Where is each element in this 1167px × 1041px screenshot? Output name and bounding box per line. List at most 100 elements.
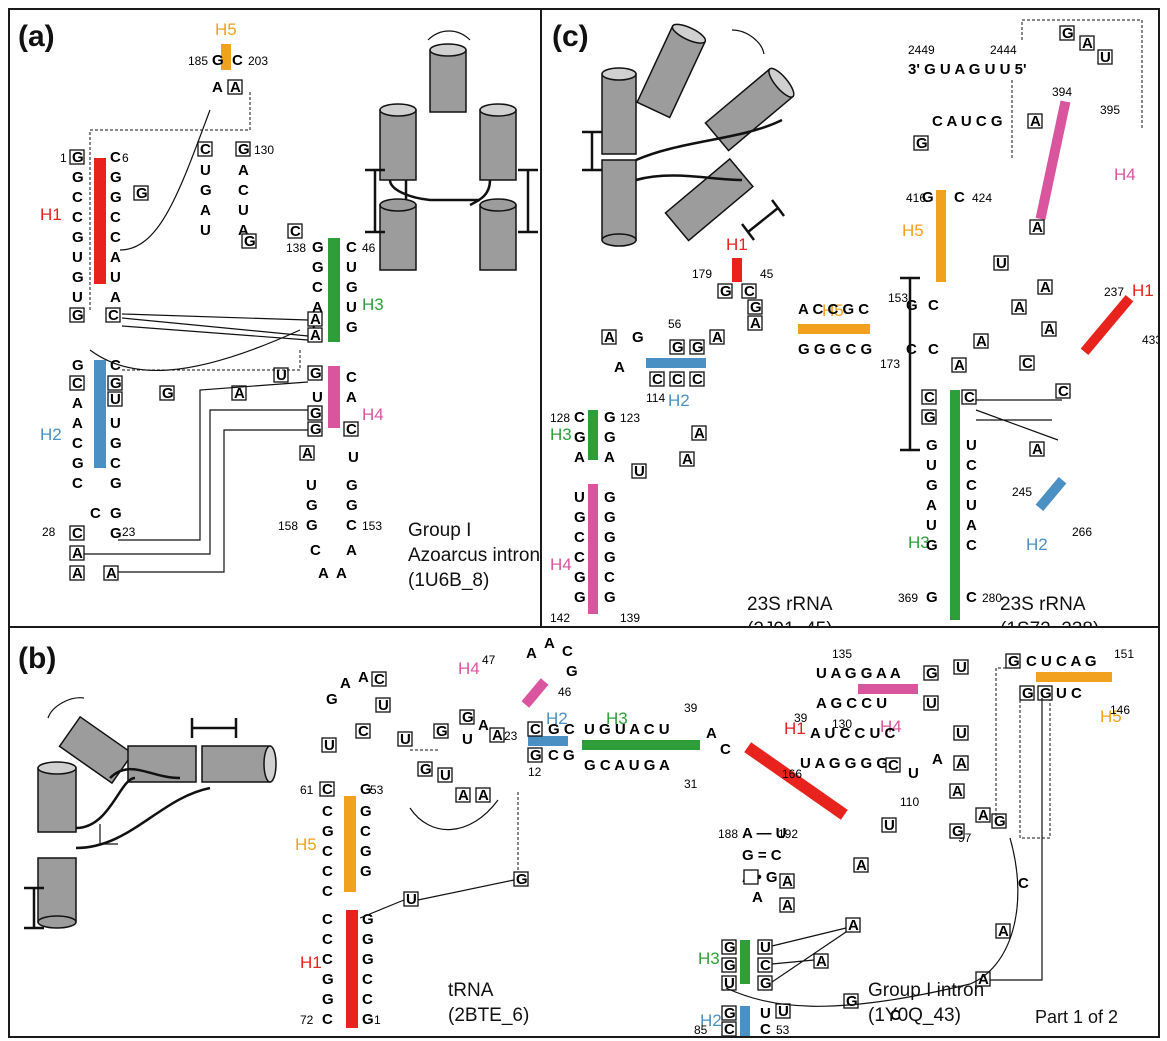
svg-text:A: A bbox=[1032, 441, 1043, 458]
svg-text:U: U bbox=[72, 249, 83, 266]
svg-text:A G C C U: A G C C U bbox=[816, 695, 887, 712]
h5-label: H5 bbox=[215, 20, 237, 39]
svg-text:A: A bbox=[1030, 113, 1041, 130]
svg-text:C: C bbox=[964, 389, 975, 406]
svg-text:C: C bbox=[604, 569, 615, 586]
svg-text:G: G bbox=[360, 803, 372, 820]
svg-text:158: 158 bbox=[278, 519, 298, 533]
svg-text:U: U bbox=[926, 517, 937, 534]
svg-text:U C: U C bbox=[1056, 685, 1082, 702]
svg-text:G: G bbox=[672, 339, 684, 356]
svg-text:G: G bbox=[212, 52, 224, 69]
svg-text:A: A bbox=[604, 329, 615, 346]
svg-text:A: A bbox=[110, 249, 121, 266]
svg-text:A: A bbox=[856, 857, 867, 874]
svg-text:U: U bbox=[378, 697, 389, 714]
svg-text:G: G bbox=[72, 455, 84, 472]
svg-text:U: U bbox=[996, 255, 1007, 272]
svg-text:173: 173 bbox=[880, 357, 900, 371]
cylinder-icon-c bbox=[602, 21, 798, 246]
svg-text:A: A bbox=[1032, 219, 1043, 236]
svg-text:H4: H4 bbox=[362, 405, 384, 424]
svg-text:G: G bbox=[72, 169, 84, 186]
svg-text:188: 188 bbox=[718, 827, 738, 841]
svg-text:A: A bbox=[706, 725, 717, 742]
svg-text:245: 245 bbox=[1012, 485, 1032, 499]
svg-text:C: C bbox=[924, 389, 935, 406]
svg-text:C: C bbox=[358, 723, 369, 740]
svg-text:A: A bbox=[110, 289, 121, 306]
svg-text:A: A bbox=[72, 565, 83, 582]
svg-text:G: G bbox=[362, 951, 374, 968]
svg-text:C: C bbox=[888, 757, 899, 774]
svg-text:G = C: G = C bbox=[742, 847, 782, 864]
svg-text:128: 128 bbox=[550, 411, 570, 425]
svg-text:C: C bbox=[720, 741, 731, 758]
cylinder-icon bbox=[365, 31, 538, 270]
svg-text:G: G bbox=[692, 339, 704, 356]
svg-text:G: G bbox=[326, 691, 338, 708]
svg-text:A: A bbox=[998, 923, 1009, 940]
svg-text:H1: H1 bbox=[300, 953, 322, 972]
svg-text:G: G bbox=[306, 517, 318, 534]
svg-text:A: A bbox=[478, 717, 489, 734]
svg-text:C: C bbox=[72, 475, 83, 492]
svg-text:C: C bbox=[322, 863, 333, 880]
svg-text:G: G bbox=[530, 747, 542, 764]
svg-text:C: C bbox=[724, 1021, 735, 1036]
svg-text:G: G bbox=[200, 182, 212, 199]
svg-text:G: G bbox=[306, 497, 318, 514]
svg-text:C: C bbox=[322, 883, 333, 900]
svg-text:H2: H2 bbox=[40, 425, 62, 444]
svg-text:G: G bbox=[420, 761, 432, 778]
svg-text:G: G bbox=[724, 939, 736, 956]
svg-text:C A U C G: C A U C G bbox=[932, 113, 1003, 130]
svg-text:A: A bbox=[336, 565, 347, 582]
svg-text:G: G bbox=[110, 189, 122, 206]
svg-text:A: A bbox=[1044, 321, 1055, 338]
part-indicator: Part 1 of 2 bbox=[1035, 1007, 1118, 1028]
svg-text:G: G bbox=[72, 269, 84, 286]
svg-text:A: A bbox=[318, 565, 329, 582]
svg-text:G: G bbox=[360, 781, 372, 798]
svg-text:G: G bbox=[760, 975, 772, 992]
svg-text:C: C bbox=[238, 182, 249, 199]
svg-text:C: C bbox=[760, 957, 771, 974]
svg-text:A: A bbox=[954, 357, 965, 374]
panel-b: (b) H5 C 61 53 CGCCC GGCGG U GAA C U C U… bbox=[8, 626, 1160, 1038]
svg-text:C: C bbox=[760, 1021, 771, 1036]
svg-text:C: C bbox=[346, 239, 357, 256]
svg-text:U: U bbox=[406, 891, 417, 908]
svg-text:A: A bbox=[106, 565, 117, 582]
svg-text:28: 28 bbox=[42, 525, 56, 539]
svg-text:142: 142 bbox=[550, 611, 570, 625]
svg-text:A: A bbox=[816, 953, 827, 970]
svg-text:185: 185 bbox=[188, 54, 208, 68]
svg-text:31: 31 bbox=[684, 777, 698, 791]
svg-text:U: U bbox=[110, 269, 121, 286]
svg-text:C: C bbox=[574, 409, 585, 426]
svg-text:G: G bbox=[906, 297, 918, 314]
svg-text:H4: H4 bbox=[458, 659, 480, 678]
svg-text:G: G bbox=[604, 529, 616, 546]
svg-text:A: A bbox=[782, 873, 793, 890]
svg-text:C: C bbox=[360, 823, 371, 840]
svg-text:56: 56 bbox=[668, 317, 682, 331]
svg-text:G: G bbox=[604, 549, 616, 566]
svg-text:A: A bbox=[976, 333, 987, 350]
svg-text:G: G bbox=[724, 1005, 736, 1022]
svg-text:A: A bbox=[978, 807, 989, 824]
panel-b-diagram: H5 C 61 53 CGCCC GGCGG U GAA C U C U G U… bbox=[10, 628, 1158, 1036]
svg-text:A: A bbox=[848, 917, 859, 934]
svg-text:C: C bbox=[954, 189, 965, 206]
svg-text:U: U bbox=[760, 1005, 771, 1022]
svg-text:G: G bbox=[516, 871, 528, 888]
svg-text:A: A bbox=[72, 415, 83, 432]
svg-text:H3: H3 bbox=[698, 949, 720, 968]
svg-text:C: C bbox=[374, 671, 385, 688]
svg-text:85: 85 bbox=[694, 1023, 708, 1036]
svg-text:U: U bbox=[348, 449, 359, 466]
svg-text:C: C bbox=[312, 279, 323, 296]
svg-text:A: A bbox=[966, 517, 977, 534]
